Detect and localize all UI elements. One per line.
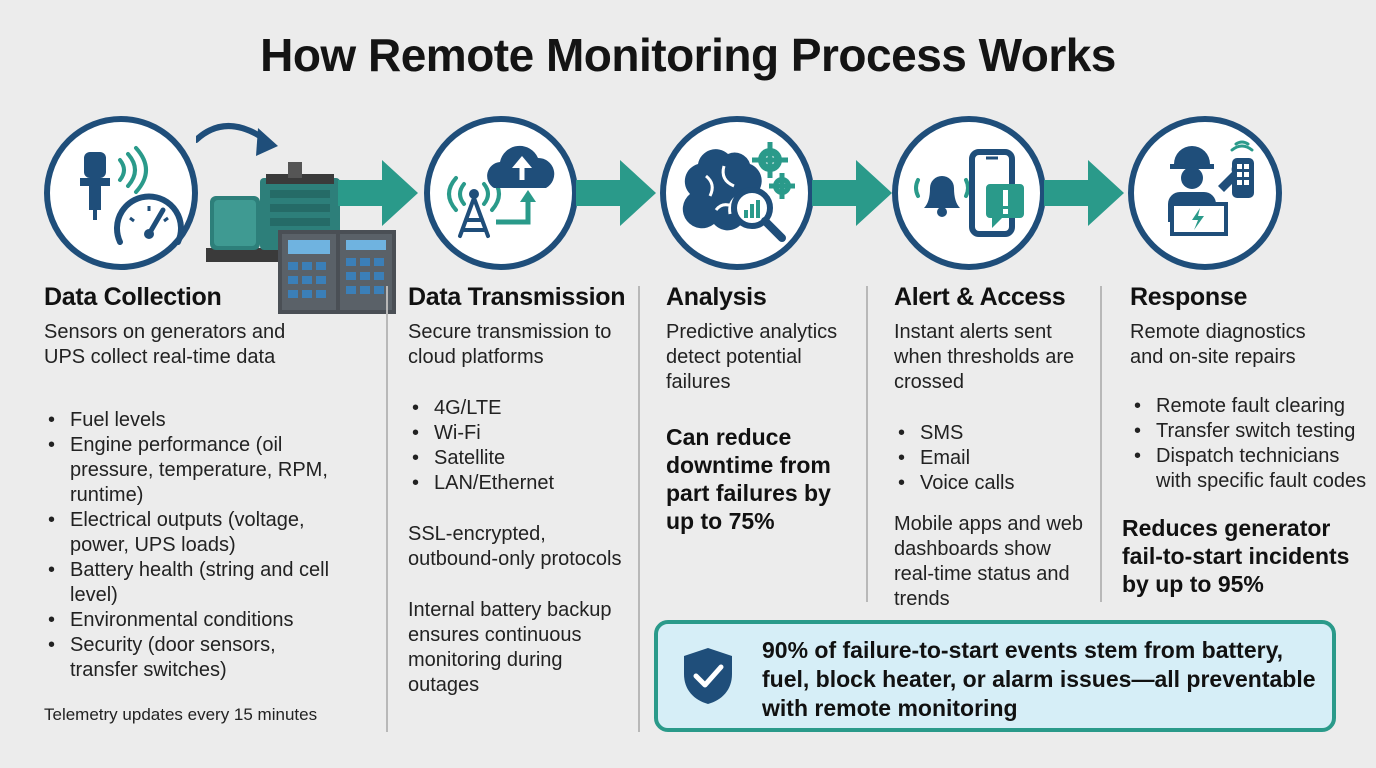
shield-check-icon bbox=[684, 648, 732, 704]
remote-control-icon bbox=[1230, 140, 1254, 198]
cloud-upload-icon bbox=[487, 145, 555, 225]
list-item: Voice calls bbox=[894, 471, 1094, 496]
battery-backup-note: Internal battery backup ensures continuo… bbox=[408, 599, 612, 696]
list-item: Environmental conditions bbox=[44, 608, 334, 633]
data-collection-column: Data Collection Sensors on generators an… bbox=[44, 283, 344, 725]
column-divider bbox=[1100, 286, 1102, 602]
response-circle bbox=[1128, 116, 1282, 270]
gauge-icon bbox=[114, 193, 184, 245]
alert-access-heading: Alert & Access bbox=[894, 283, 1066, 311]
column-divider bbox=[866, 286, 868, 602]
data-collection-list: Fuel levels Engine performance (oil pres… bbox=[44, 408, 334, 683]
list-item: Electrical outputs (voltage, power, UPS … bbox=[44, 508, 334, 558]
data-collection-heading: Data Collection bbox=[44, 283, 222, 311]
alert-channel-list: SMS Email Voice calls bbox=[894, 421, 1094, 496]
technician-icon bbox=[1168, 146, 1228, 236]
sensor-icon bbox=[80, 152, 110, 220]
gears-icon bbox=[752, 142, 795, 199]
list-item: Battery health (string and cell level) bbox=[44, 558, 334, 608]
list-item: Security (door sensors, transfer switche… bbox=[44, 633, 334, 683]
magnifier-icon bbox=[731, 187, 786, 242]
alert-access-column: Alert & Access Instant alerts sent when … bbox=[894, 283, 1094, 612]
response-list: Remote fault clearing Transfer switch te… bbox=[1130, 394, 1368, 494]
analysis-column: Analysis Predictive analytics detect pot… bbox=[666, 283, 862, 535]
list-item: Satellite bbox=[408, 446, 624, 471]
column-divider bbox=[386, 286, 388, 732]
data-transmission-column: Data Transmission Secure transmission to… bbox=[408, 283, 634, 698]
data-collection-description: Sensors on generators and UPS collect re… bbox=[44, 321, 286, 368]
list-item: Email bbox=[894, 446, 1094, 471]
flow-arrow-4 bbox=[1044, 160, 1124, 226]
bell-icon bbox=[914, 176, 970, 217]
data-transmission-heading: Data Transmission bbox=[408, 283, 626, 311]
callout-text: 90% of failure-to-start events stem from… bbox=[762, 637, 1316, 721]
dashboard-note: Mobile apps and web dashboards show real… bbox=[894, 513, 1084, 610]
failure-callout: 90% of failure-to-start events stem from… bbox=[654, 620, 1336, 732]
wireless-signal-icon bbox=[118, 146, 148, 194]
alert-access-circle bbox=[892, 116, 1046, 270]
cell-tower-icon bbox=[447, 176, 501, 238]
generator-ups-illustration bbox=[196, 123, 396, 314]
data-transmission-description: Secure transmission to cloud platforms bbox=[408, 321, 612, 368]
analysis-description: Predictive analytics detect potential fa… bbox=[666, 321, 838, 393]
list-item: Engine performance (oil pressure, temper… bbox=[44, 433, 334, 508]
list-item: LAN/Ethernet bbox=[408, 471, 624, 496]
analysis-heading: Analysis bbox=[666, 283, 767, 311]
data-collection-circle bbox=[44, 116, 198, 270]
response-heading: Response bbox=[1130, 283, 1248, 311]
list-item: Dispatch technicians with specific fault… bbox=[1130, 444, 1368, 494]
flow-arrow-2 bbox=[576, 160, 656, 226]
page-title: How Remote Monitoring Process Works bbox=[260, 29, 1116, 81]
list-item: 4G/LTE bbox=[408, 396, 624, 421]
encryption-note: SSL-encrypted, outbound-only protocols bbox=[408, 523, 622, 570]
flow-arrow-3 bbox=[812, 160, 892, 226]
list-item: Fuel levels bbox=[44, 408, 334, 433]
alert-access-description: Instant alerts sent when thresholds are … bbox=[894, 321, 1075, 393]
column-divider bbox=[638, 286, 640, 732]
list-item: Wi-Fi bbox=[408, 421, 624, 446]
response-highlight: Reduces generator fail-to-start incident… bbox=[1122, 515, 1350, 597]
telemetry-footnote: Telemetry updates every 15 minutes bbox=[44, 705, 318, 724]
list-item: Remote fault clearing bbox=[1130, 394, 1368, 419]
response-column: Response Remote diagnostics and on-site … bbox=[1122, 283, 1370, 598]
list-item: Transfer switch testing bbox=[1130, 419, 1368, 444]
analysis-highlight: Can reduce downtime from part failures b… bbox=[666, 424, 831, 534]
alert-bubble-icon bbox=[986, 184, 1024, 228]
response-description: Remote diagnostics and on-site repairs bbox=[1130, 321, 1306, 368]
analysis-circle bbox=[660, 116, 814, 270]
flow-arrow-1 bbox=[338, 160, 418, 226]
data-transmission-list: 4G/LTE Wi-Fi Satellite LAN/Ethernet bbox=[408, 396, 624, 496]
data-transmission-circle bbox=[424, 116, 578, 270]
list-item: SMS bbox=[894, 421, 1094, 446]
